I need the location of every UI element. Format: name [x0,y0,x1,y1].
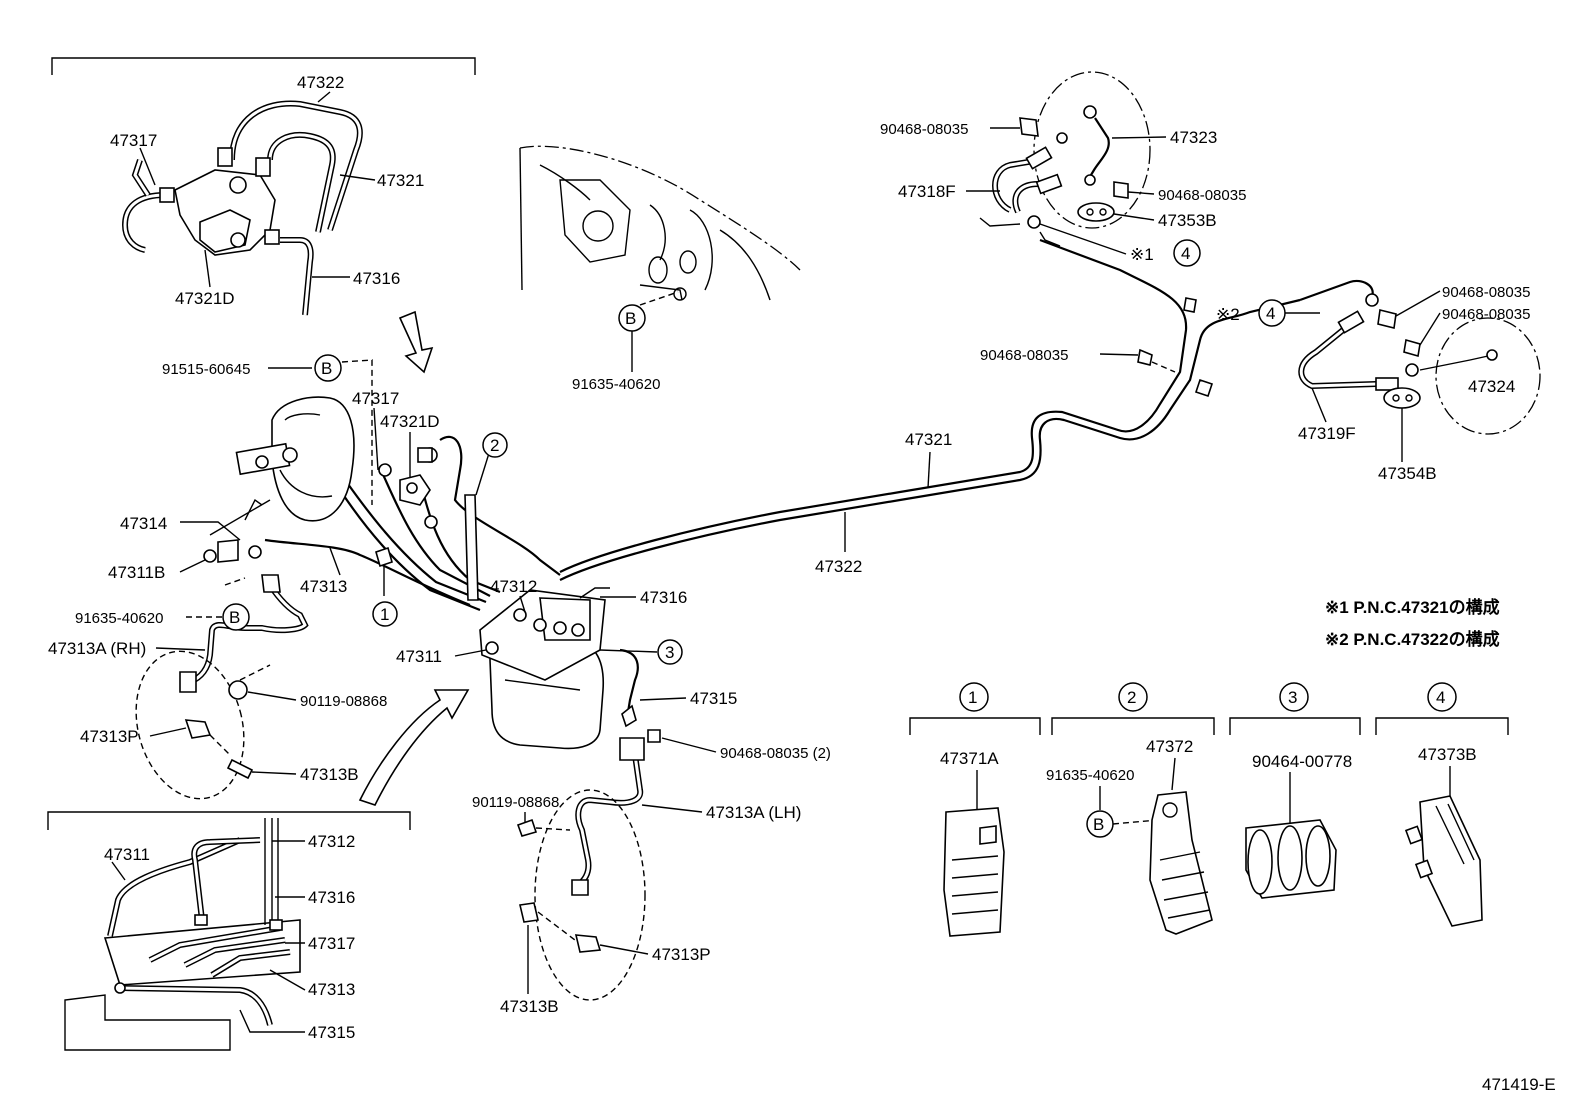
label-47353b: 47353B [1158,211,1217,230]
view-arrow-a [398,310,434,374]
front-flex-hose-cluster [979,71,1214,398]
label-47313p-left: 47313P [652,945,711,964]
label-47313b-left: 47313B [500,997,559,1016]
label-47316: 47316 [353,269,400,288]
legend-callout-4-num: 4 [1436,688,1445,707]
label-47311-main: 47311 [396,647,442,666]
label-91515: 91515-60645 [162,361,250,378]
vehicle-body-outline [519,145,801,306]
callout-3-main-num: 3 [665,643,674,662]
note-2: ※2 P.N.C.47322の構成 [1325,629,1500,649]
label-47318f: 47318F [898,182,956,201]
callout-b-left-letter: B [229,608,240,627]
legend-callout-b-letter: B [1093,815,1104,834]
front-cluster-labels: 90468-08035 47323 47318F 90468-08035 473… [880,121,1320,364]
label-rr-90468-a: 90468-08035 [1442,284,1530,301]
brake-pipe-routing [188,238,1301,888]
label-91635-left: 91635-40620 [75,610,163,627]
label-rr-90468-b: 90468-08035 [1442,306,1530,323]
label-47372: 47372 [1146,737,1193,756]
callout-4-rear-num: 4 [1266,304,1275,323]
label-rf-90468-a: 90468-08035 [880,121,968,138]
callout-b-main-letter: B [321,359,332,378]
label-47313a-lh: 47313A (LH) [706,803,801,822]
label-47324: 47324 [1468,377,1515,396]
label-47322: 47322 [297,73,344,92]
callout-b-left [222,603,250,631]
clamp-legend: 1 2 3 4 47371A 47372 91635-40620 B 90464… [909,682,1509,937]
label-47316-main: 47316 [640,588,687,607]
label-47354b: 47354B [1378,464,1437,483]
legend-callout-4 [1427,682,1457,712]
label-rf-90468-c: 90468-08035 [980,347,1068,364]
inset-actuator-pipes: 47311 47312 47316 47317 47313 47315 [47,811,411,1051]
view-arrow-b [358,689,470,806]
label-47373b: 47373B [1418,745,1477,764]
callout-2-main [482,432,508,458]
proportioning-valve-small [399,447,433,506]
label-47313a-rh: 47313A (RH) [48,639,146,658]
callout-b-top-letter: B [625,309,636,328]
label-inset-b-47316: 47316 [308,888,355,907]
label-rf-90468-b: 90468-08035 [1158,187,1246,204]
legend-callout-1 [959,682,989,712]
label-47322-main: 47322 [815,557,862,576]
label-47317-main: 47317 [352,389,399,408]
note-marker-2: ※2 [1216,305,1240,324]
rear-cluster-labels: 90468-08035 90468-08035 47324 47319F 473… [1298,284,1530,483]
label-47313-main: 47313 [300,577,347,596]
label-inset-b-47311: 47311 [104,845,150,864]
rh-caliper-area [135,498,281,800]
label-47321d: 47321D [175,289,235,308]
label-47321: 47321 [377,171,424,190]
drawing-number: 471419-E [1482,1075,1556,1094]
label-47321d-main: 47321D [380,412,440,431]
brake-actuator [479,587,610,750]
callout-4-front-num: 4 [1181,244,1190,263]
label-47317: 47317 [110,131,157,150]
note-marker-1: ※1 [1130,245,1154,264]
callout-3-main [657,639,683,665]
label-47321-main: 47321 [905,430,952,449]
callout-b-main [314,354,342,382]
label-90468-2: 90468-08035 (2) [720,745,831,762]
legend-callout-1-num: 1 [968,688,977,707]
label-90119-left: 90119-08868 [472,794,559,811]
label-inset-b-47312: 47312 [308,832,355,851]
inset-proportioning-valve: 47322 47317 47321 47321D 47316 [51,57,476,316]
note-1: ※1 P.N.C.47321の構成 [1325,597,1500,617]
label-47319f: 47319F [1298,424,1356,443]
label-47314: 47314 [120,514,167,533]
label-inset-b-47317: 47317 [308,934,355,953]
callout-2-main-num: 2 [490,436,499,455]
label-91635-top: 91635-40620 [572,376,660,393]
label-47323: 47323 [1170,128,1217,147]
label-47313b-right: 47313B [300,765,359,784]
lh-caliper-area [516,704,661,1001]
label-clip2-bolt: 91635-40620 [1046,767,1134,784]
label-inset-b-47315: 47315 [308,1023,355,1042]
label-inset-b-47313: 47313 [308,980,355,999]
label-90119-right: 90119-08868 [300,693,387,710]
rear-flex-hose-cluster [1298,279,1541,435]
label-47315-main: 47315 [690,689,737,708]
label-47371a: 47371A [940,749,999,768]
label-90464: 90464-00778 [1252,752,1352,771]
main-labels: B 91515-60645 47317 47321D 2 47314 47311… [48,354,952,1016]
legend-callout-2-num: 2 [1127,688,1136,707]
label-47313p-right: 47313P [80,727,139,746]
callout-1-main-num: 1 [380,605,389,624]
legend-callout-3 [1279,682,1309,712]
callout-4-front [1173,239,1201,267]
label-47311b: 47311B [108,563,165,582]
legend-callout-2 [1118,682,1148,712]
label-47312-main: 47312 [490,577,537,596]
legend-callout-3-num: 3 [1288,688,1297,707]
callout-1-main [372,601,398,627]
